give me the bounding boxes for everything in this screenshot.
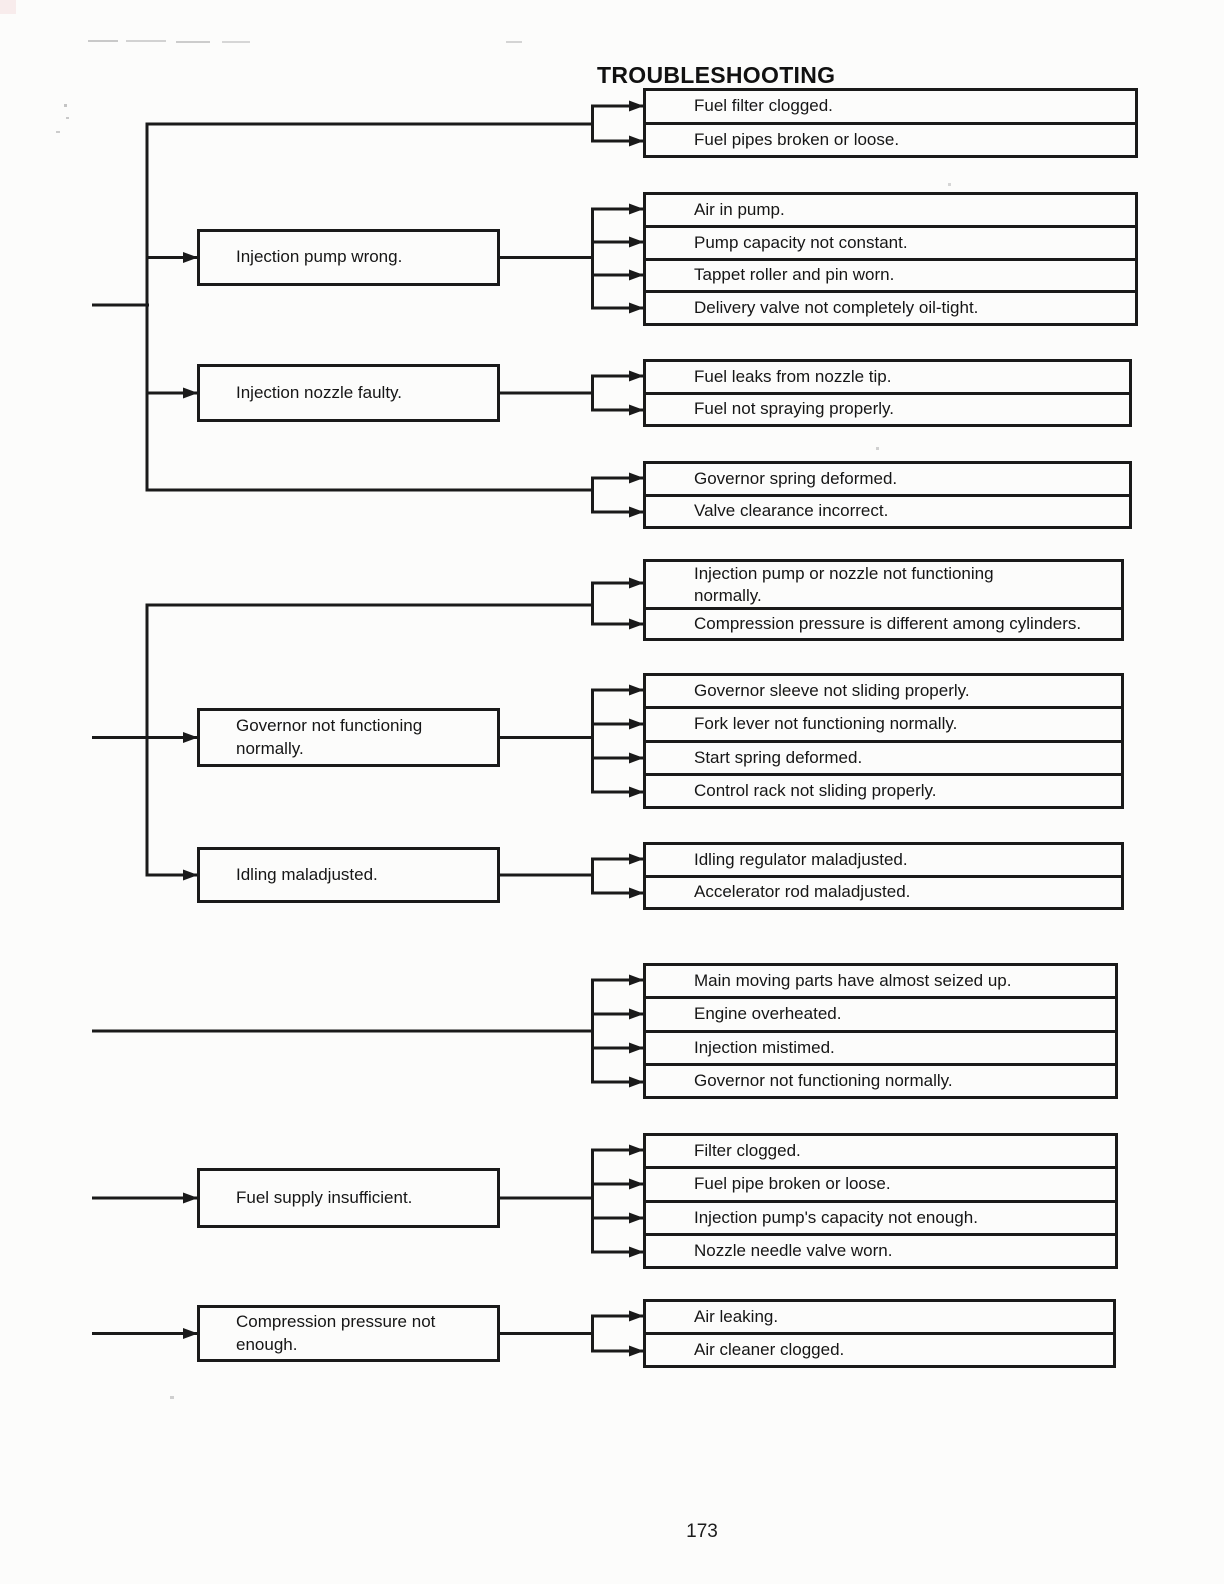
cause-box-idling: Idling maladjusted. [197,847,500,903]
effect-box: Accelerator rod maladjusted. [646,874,1121,908]
scan-artifact [126,40,166,42]
effect-box: Injection mistimed. [646,1029,1115,1063]
effect-box: Fork lever not functioning normally. [646,706,1121,739]
cause-box-label: Fuel supply insufficient. [236,1187,413,1207]
effect-label: Fork lever not functioning normally. [694,714,958,734]
scan-artifact [876,447,879,450]
effect-box: Fuel pipe broken or loose. [646,1166,1115,1199]
effect-box: Governor sleeve not sliding properly. [646,676,1121,706]
effect-label: Governor spring deformed. [694,468,898,488]
scan-artifact [64,104,67,107]
scan-artifact [948,183,951,186]
effect-group-governor-faults: Governor sleeve not sliding properly. Fo… [643,673,1124,809]
effect-label: Injection mistimed. [694,1037,835,1057]
effect-box: Governor spring deformed. [646,464,1129,494]
effect-box: Main moving parts have almost seized up. [646,966,1115,996]
effect-box: Delivery valve not completely oil-tight. [646,290,1135,323]
effect-box: Air in pump. [646,195,1135,225]
effect-group-idling-faults: Idling regulator maladjusted. Accelerato… [643,842,1124,910]
effect-label: Main moving parts have almost seized up. [694,971,1012,991]
effect-box: Fuel pipes broken or loose. [646,121,1135,156]
effect-box: Nozzle needle valve worn. [646,1232,1115,1266]
effect-label: Fuel pipes broken or loose. [694,129,900,149]
effect-box: Fuel not spraying properly. [646,391,1129,425]
effect-group-fuel-supply-faults: Filter clogged. Fuel pipe broken or loos… [643,1133,1118,1269]
effect-label: Injection pump or nozzle not functioning… [694,564,994,605]
effect-label: Filter clogged. [694,1141,801,1161]
page-number: 173 [686,1521,718,1542]
scan-artifact [222,41,250,43]
effect-group-engine-faults: Main moving parts have almost seized up.… [643,963,1118,1099]
effect-box: Air cleaner clogged. [646,1332,1113,1365]
effect-label: Control rack not sliding properly. [694,780,937,800]
effect-label: Air in pump. [694,199,785,219]
effect-label: Injection pump's capacity not enough. [694,1207,978,1227]
cause-box-fuel-supply: Fuel supply insufficient. [197,1168,500,1228]
flow-group-symptom2 [92,577,644,899]
effect-box: Engine overheated. [646,996,1115,1029]
effect-box: Pump capacity not constant. [646,224,1135,258]
effect-label: Compression pressure is different among … [694,614,1082,633]
effect-group-air-faults: Air leaking. Air cleaner clogged. [643,1299,1116,1368]
cause-box-label: Compression pressure not enough. [236,1312,436,1354]
effect-box: Start spring deformed. [646,739,1121,773]
cause-box-label: Injection nozzle faulty. [236,382,402,402]
effect-label: Fuel filter clogged. [694,96,833,116]
effect-label: Fuel leaks from nozzle tip. [694,366,892,386]
cause-box-injection-nozzle: Injection nozzle faulty. [197,364,500,422]
effect-label: Governor sleeve not sliding properly. [694,681,970,701]
cause-box-label: Governor not functioning normally. [236,716,423,758]
effect-group-pump-faults: Air in pump. Pump capacity not constant.… [643,192,1138,326]
effect-box: Filter clogged. [646,1136,1115,1166]
cause-box-injection-pump: Injection pump wrong. [197,229,500,286]
effect-label: Air cleaner clogged. [694,1340,845,1359]
effect-box: Tappet roller and pin worn. [646,257,1135,291]
flow-group-symptom3 [92,974,644,1088]
scan-artifact [176,41,210,43]
effect-label: Air leaking. [694,1307,779,1326]
effect-box: Compression pressure is different among … [646,607,1121,638]
scan-artifact [0,0,16,14]
effect-box: Idling regulator maladjusted. [646,845,1121,875]
scan-artifact [88,40,118,42]
scan-artifact [170,1396,174,1399]
effect-label: Nozzle needle valve worn. [694,1240,893,1260]
scan-artifact [66,117,69,119]
effect-label: Idling regulator maladjusted. [694,849,908,869]
effect-group-pump-nozzle-compression: Injection pump or nozzle not functioning… [643,559,1124,641]
effect-box: Valve clearance incorrect. [646,493,1129,527]
effect-label: Fuel not spraying properly. [694,399,895,419]
flow-group-symptom1 [92,100,644,518]
flow-group-symptom4 [92,1144,644,1258]
effect-box: Air leaking. [646,1302,1113,1332]
effect-box: Injection pump's capacity not enough. [646,1199,1115,1233]
effect-label: Delivery valve not completely oil-tight. [694,298,979,318]
effect-box: Governor not functioning normally. [646,1062,1115,1096]
effect-group-governor-valve: Governor spring deformed. Valve clearanc… [643,461,1132,529]
effect-label: Start spring deformed. [694,747,863,767]
effect-label: Fuel pipe broken or loose. [694,1174,891,1194]
effect-label: Pump capacity not constant. [694,232,908,252]
effect-label: Tappet roller and pin worn. [694,265,895,285]
effect-label: Valve clearance incorrect. [694,501,889,521]
effect-box: Control rack not sliding properly. [646,772,1121,806]
page-title: TROUBLESHOOTING [597,62,836,88]
scan-artifact [56,131,60,133]
scan-artifact [506,41,522,43]
effect-box: Fuel leaks from nozzle tip. [646,362,1129,392]
cause-box-compression: Compression pressure not enough. [197,1305,500,1362]
effect-box: Fuel filter clogged. [646,91,1135,122]
effect-box: Injection pump or nozzle not functioning… [646,562,1121,607]
cause-box-label: Injection pump wrong. [236,247,403,267]
flow-group-symptom5 [92,1310,644,1357]
effect-label: Governor not functioning normally. [694,1070,953,1090]
effect-label: Engine overheated. [694,1004,842,1024]
effect-group-fuel-filter: Fuel filter clogged. Fuel pipes broken o… [643,88,1138,158]
cause-box-governor: Governor not functioning normally. [197,708,500,767]
cause-box-label: Idling maladjusted. [236,864,378,884]
effect-label: Accelerator rod maladjusted. [694,882,911,902]
effect-group-nozzle-faults: Fuel leaks from nozzle tip. Fuel not spr… [643,359,1132,427]
